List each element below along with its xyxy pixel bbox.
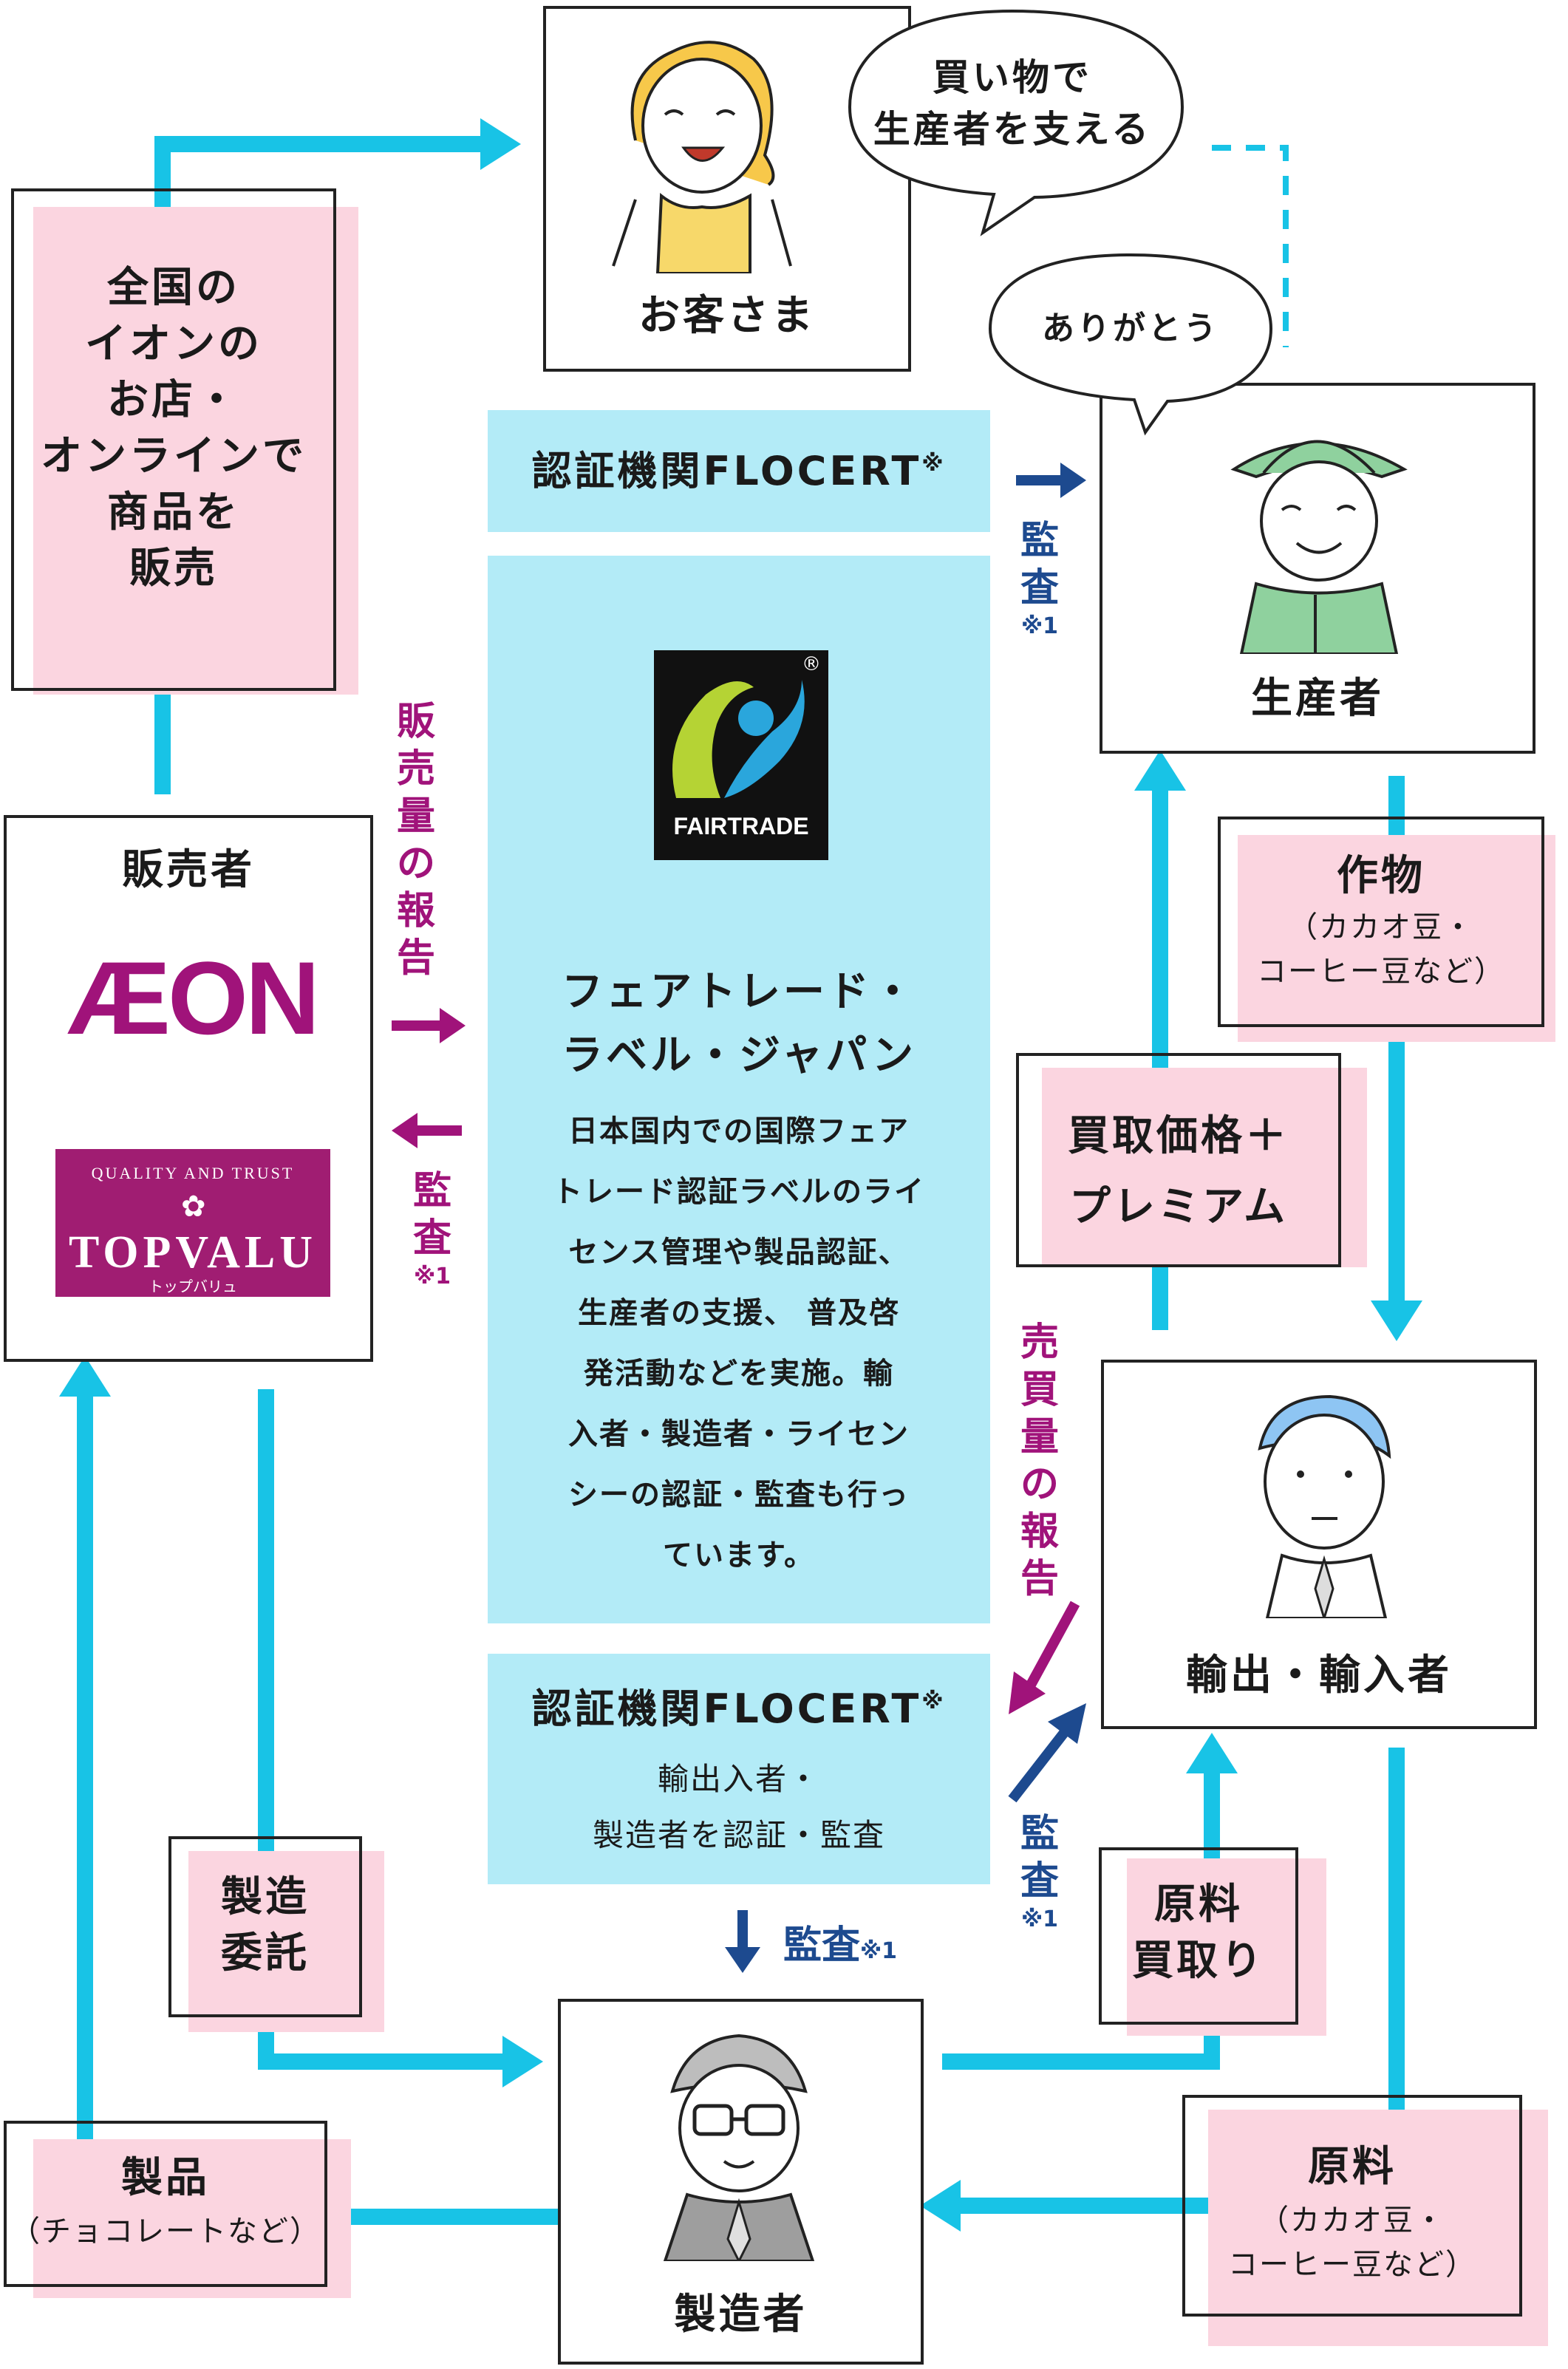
product-sub: （チョコレートなど） — [10, 2215, 321, 2249]
raw-purchase-text: 原料 買取り — [1132, 1881, 1265, 1985]
purchase-price-bg — [1042, 1068, 1367, 1267]
trade-report-label: 売買量の報告 — [1020, 1320, 1059, 1601]
seller-label: 販売者 — [122, 846, 255, 894]
producer-speech-bubble — [988, 253, 1273, 436]
topvalu-star-icon: ✿ — [181, 1190, 206, 1224]
fairtrade-japan-title: フェアトレード・ ラベル・ジャパン — [562, 968, 916, 1080]
outsource-bg — [188, 1851, 384, 2032]
fairtrade-reg-mark: ® — [802, 653, 821, 675]
retail-channel-box — [11, 188, 336, 691]
purchase-price-box — [1016, 1053, 1341, 1267]
manufacturer-label: 製造者 — [674, 2291, 808, 2339]
flocert-top-panel — [488, 410, 990, 532]
raw-material-bg — [1208, 2110, 1548, 2346]
crops-box — [1218, 817, 1544, 1027]
audit-label-seller: 監査 ※1 — [412, 1169, 451, 1289]
fairtrade-logo: FAIRTRADE ® — [654, 650, 828, 860]
product-title: 製品 — [121, 2154, 210, 2202]
retail-channel-bg — [33, 207, 358, 695]
retail-channel-text: 全国の イオンの お店・ オンラインで 商品を 販売 — [41, 264, 307, 593]
topvalu-logo: QUALITY AND TRUST ✿ TOPVALU トップバリュ — [55, 1149, 330, 1297]
crops-sub: （カカオ豆・ コーヒー豆など） — [1257, 910, 1505, 989]
audit-label-producer: 監査 ※1 — [1020, 519, 1059, 639]
product-box — [4, 2121, 327, 2287]
flocert-bottom-text: 輸出入者・ 製造者を認証・監査 — [592, 1761, 885, 1853]
crops-title: 作物 — [1337, 852, 1425, 900]
raw-material-box — [1182, 2095, 1522, 2317]
flocert-bottom-title: 認証機関FLOCERT※ — [531, 1685, 947, 1732]
product-bg — [33, 2139, 351, 2298]
aeon-logo: ÆON — [67, 940, 320, 1056]
audit-label-exporter: 監査 ※1 — [1020, 1812, 1059, 1932]
fairtrade-japan-body: 日本国内での国際フェア トレード認証ラベルのライ センス管理や製品認証、 生産者… — [553, 1114, 925, 1572]
customer-illustration — [612, 41, 792, 273]
customer-speech-text: 買い物で 生産者を支える — [873, 56, 1152, 151]
raw-purchase-bg — [1127, 1858, 1326, 2036]
exporter-label: 輸出・輸入者 — [1186, 1652, 1452, 1700]
topvalu-kana: トップバリュ — [149, 1278, 237, 1295]
customer-label: お客さま — [638, 292, 816, 340]
outsource-box — [168, 1836, 362, 2017]
producer-illustration — [1230, 440, 1408, 654]
topvalu-wordmark: TOPVALU — [68, 1227, 317, 1278]
audit-label-manufacturer: 監査※1 — [783, 1923, 898, 1968]
raw-material-sub: （カカオ豆・ コーヒー豆など） — [1228, 2203, 1476, 2282]
flocert-top-title: 認証機関FLOCERT※ — [531, 448, 947, 494]
fairtrade-logo-text: FAIRTRADE — [673, 813, 809, 839]
sales-report-label: 販売量の報告 — [396, 700, 435, 981]
topvalu-arc-text: QUALITY AND TRUST — [91, 1164, 295, 1182]
outsource-text: 製造 委託 — [221, 1873, 310, 1977]
raw-purchase-box — [1099, 1847, 1298, 2025]
purchase-price-text: 買取価格＋ プレミアム — [1068, 1112, 1289, 1231]
producer-label: 生産者 — [1251, 675, 1384, 723]
customer-speech-bubble — [848, 9, 1184, 236]
manufacturer-illustration — [663, 2034, 815, 2261]
raw-material-title: 原料 — [1308, 2143, 1397, 2191]
producer-speech-text: ありがとう — [1042, 310, 1219, 347]
exporter-illustration — [1258, 1394, 1391, 1618]
crops-bg — [1238, 835, 1555, 1042]
flocert-bottom-panel — [488, 1654, 990, 1884]
